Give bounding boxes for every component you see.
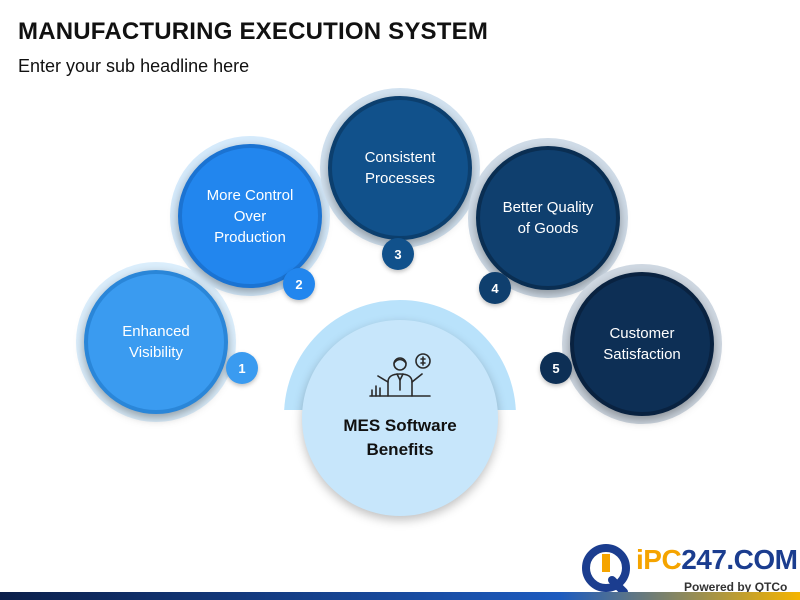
- benefit-1-line1: Enhanced: [122, 323, 190, 340]
- benefit-4-badge: 4: [479, 272, 511, 304]
- benefit-5-line1: Customer: [609, 325, 675, 342]
- logo-brand-right: 247.COM: [681, 544, 798, 575]
- center-label: MES Software Benefits: [310, 414, 490, 462]
- center-circle: [302, 320, 498, 516]
- logo-tagline: Powered by QTCo: [684, 580, 788, 594]
- benefit-2-line1: More Control: [206, 186, 294, 204]
- benefit-2-badge: 2: [283, 268, 315, 300]
- benefit-3-line1: Consistent: [364, 149, 436, 166]
- benefit-5-bubble: Customer Satisfaction: [562, 264, 722, 424]
- bottom-bar: [0, 592, 800, 600]
- benefit-4-bubble: Better Quality of Goods: [468, 138, 628, 298]
- benefit-5-badge: 5: [540, 352, 572, 384]
- benefit-5-line2: Satisfaction: [603, 346, 681, 363]
- center-label-line1: MES Software: [343, 416, 457, 435]
- benefit-2-line2: Over: [233, 207, 267, 225]
- benefit-1-badge: 1: [226, 352, 258, 384]
- benefit-3-badge: 3: [382, 238, 414, 270]
- logo-brand: iPC247.COM: [636, 544, 798, 576]
- benefit-2-circle: More Control Over Production: [178, 144, 322, 288]
- page-subtitle: Enter your sub headline here: [18, 56, 250, 76]
- center-label-line2: Benefits: [366, 440, 434, 459]
- benefit-3-circle: Consistent Processes: [328, 96, 472, 240]
- page-title: MANUFACTURING EXECUTION SYSTEM: [18, 18, 489, 45]
- businessman-with-money-icon: [369, 353, 431, 397]
- benefit-2-bubble: More Control Over Production: [170, 136, 330, 296]
- benefit-4-line2: of Goods: [517, 220, 579, 237]
- benefit-1-circle: Enhanced Visibility: [84, 270, 228, 414]
- benefit-4-line1: Better Quality: [502, 199, 594, 216]
- benefit-5-circle: Customer Satisfaction: [570, 272, 714, 416]
- benefit-1-bubble: Enhanced Visibility: [76, 262, 236, 422]
- benefit-3-bubble: Consistent Processes: [320, 88, 480, 248]
- benefit-3-line2: Processes: [364, 170, 436, 187]
- benefit-2-line3: Production: [214, 228, 286, 246]
- ipc247-logo-icon: [582, 544, 630, 596]
- benefit-4-circle: Better Quality of Goods: [476, 146, 620, 290]
- logo-brand-left: iPC: [636, 544, 682, 575]
- benefit-1-line2: Visibility: [129, 344, 183, 361]
